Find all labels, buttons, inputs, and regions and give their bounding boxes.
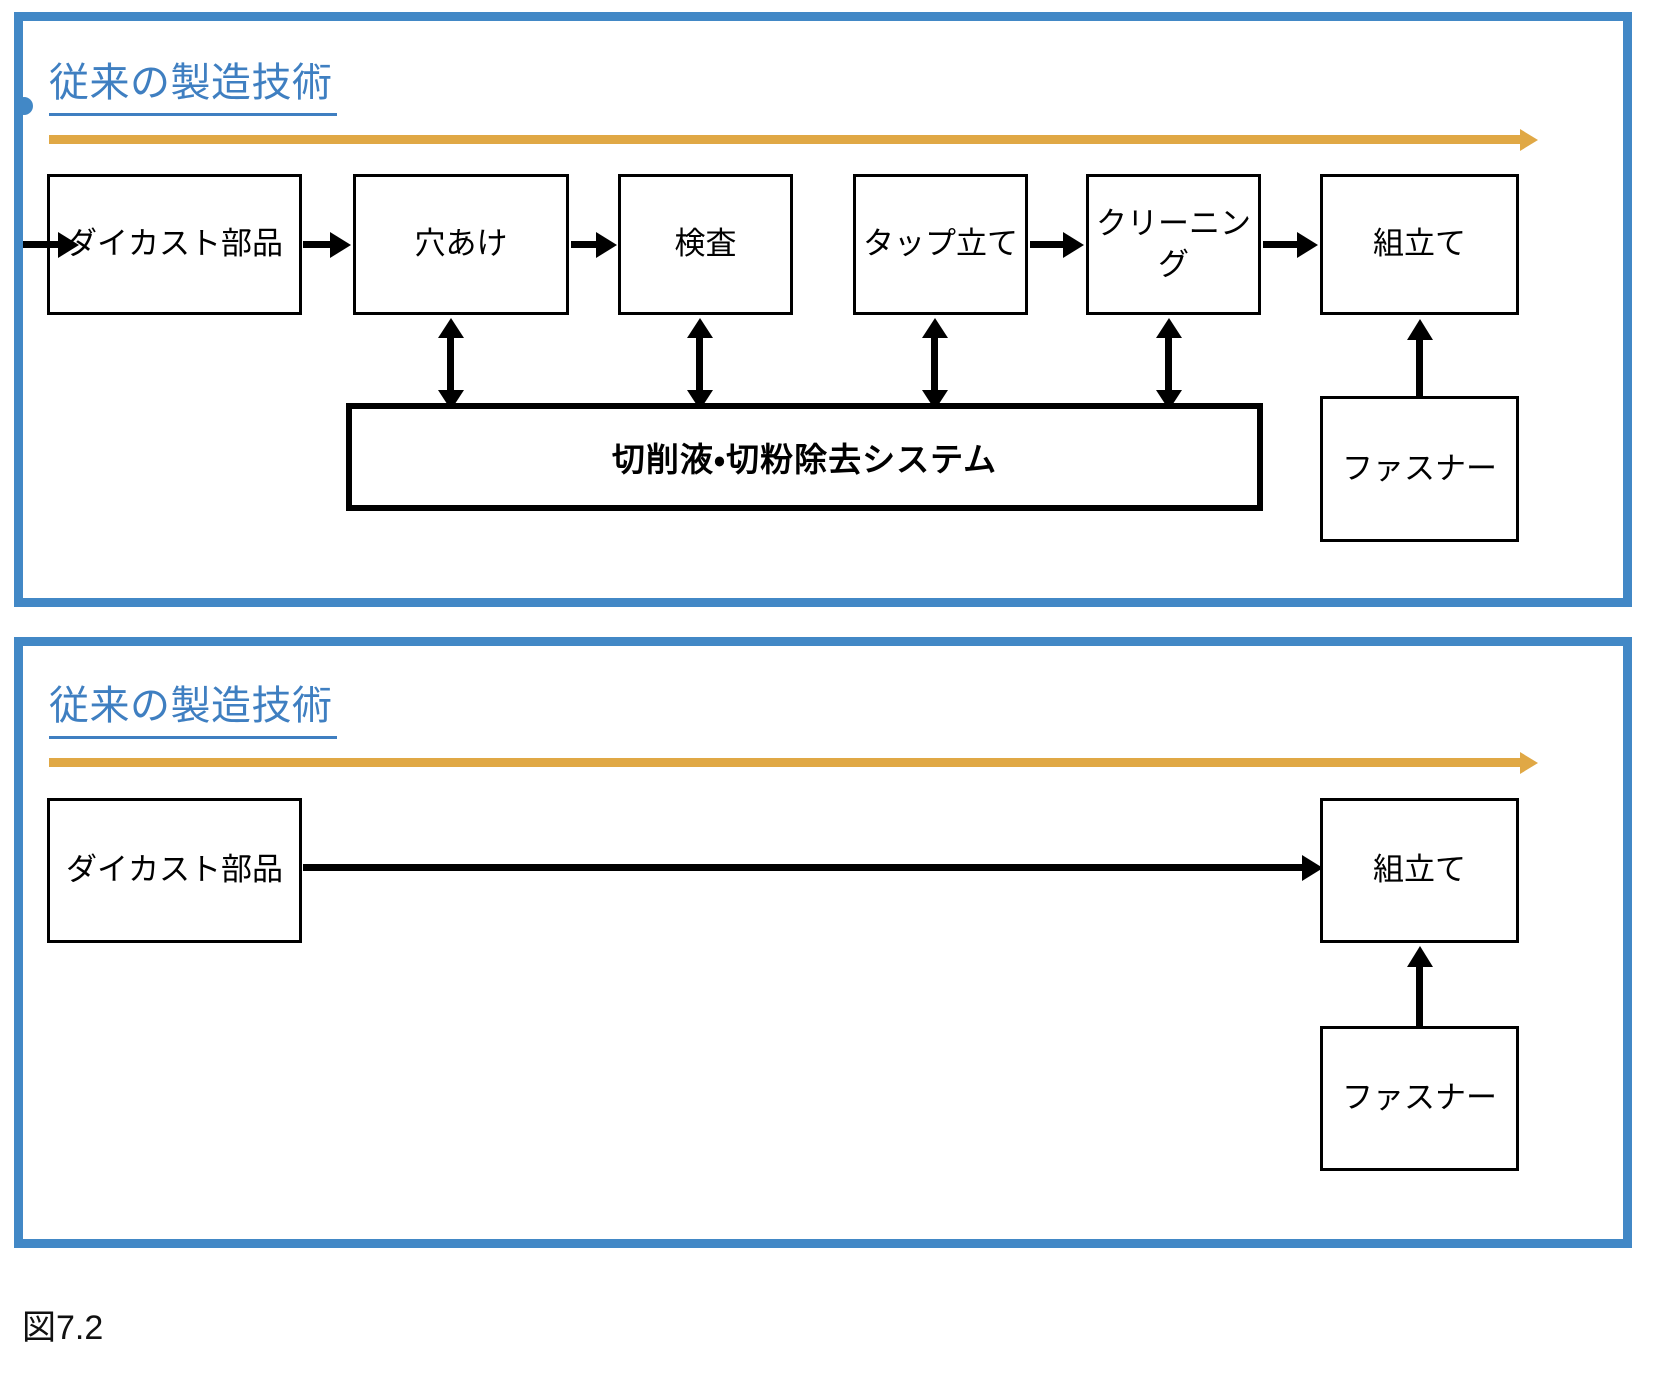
arrow-inspection-to-tapping [23,241,59,248]
time-flow-arrow [49,135,1521,144]
panel-conventional-process-simplified: 従来の製造技術 ダイカスト部品 組立て ファスナー [14,637,1632,1248]
time-flow-arrow [49,758,1521,767]
arrow-drilling-to-chip-removal-system [447,337,454,391]
arrow-drilling-to-inspection [571,241,597,248]
panel-bullet-marker [15,97,33,115]
panel-title: 従来の製造技術 [49,61,333,105]
arrow-cleaning-to-chip-removal-system [1165,337,1172,391]
title-underline [49,736,337,739]
arrow-die-cast-part-to-drilling [303,241,331,248]
process-box-cleaning[interactable]: クリーニング [1086,174,1261,315]
process-box-die-cast-part[interactable]: ダイカスト部品 [47,798,302,943]
arrow-fastener-to-assembly [1416,339,1423,396]
panel-conventional-process-detailed: 従来の製造技術 ダイカスト部品 穴あけ 検査 タップ立て クリーニング 組立て … [14,12,1632,607]
arrow-fastener-to-assembly [1416,966,1423,1026]
title-underline [49,113,337,116]
process-box-assembly[interactable]: 組立て [1320,798,1519,943]
support-system-chip-removal[interactable]: 切削液・切粉除去システム [346,403,1263,511]
process-box-assembly[interactable]: 組立て [1320,174,1519,315]
figure-caption: 図7.2 [22,1309,104,1347]
arrow-inspection-to-chip-removal-system [696,337,703,391]
arrow-cleaning-to-assembly [1263,241,1298,248]
input-box-fastener[interactable]: ファスナー [1320,1026,1519,1171]
arrow-die-cast-part-to-assembly [303,864,1303,871]
panel-title: 従来の製造技術 [49,684,333,728]
process-box-tapping[interactable]: タップ立て [853,174,1028,315]
arrow-tapping-to-chip-removal-system [931,337,938,391]
arrow-tapping-to-cleaning [1030,241,1064,248]
process-box-inspection[interactable]: 検査 [618,174,793,315]
process-box-drilling[interactable]: 穴あけ [353,174,569,315]
input-box-fastener[interactable]: ファスナー [1320,396,1519,542]
process-box-die-cast-part[interactable]: ダイカスト部品 [47,174,302,315]
